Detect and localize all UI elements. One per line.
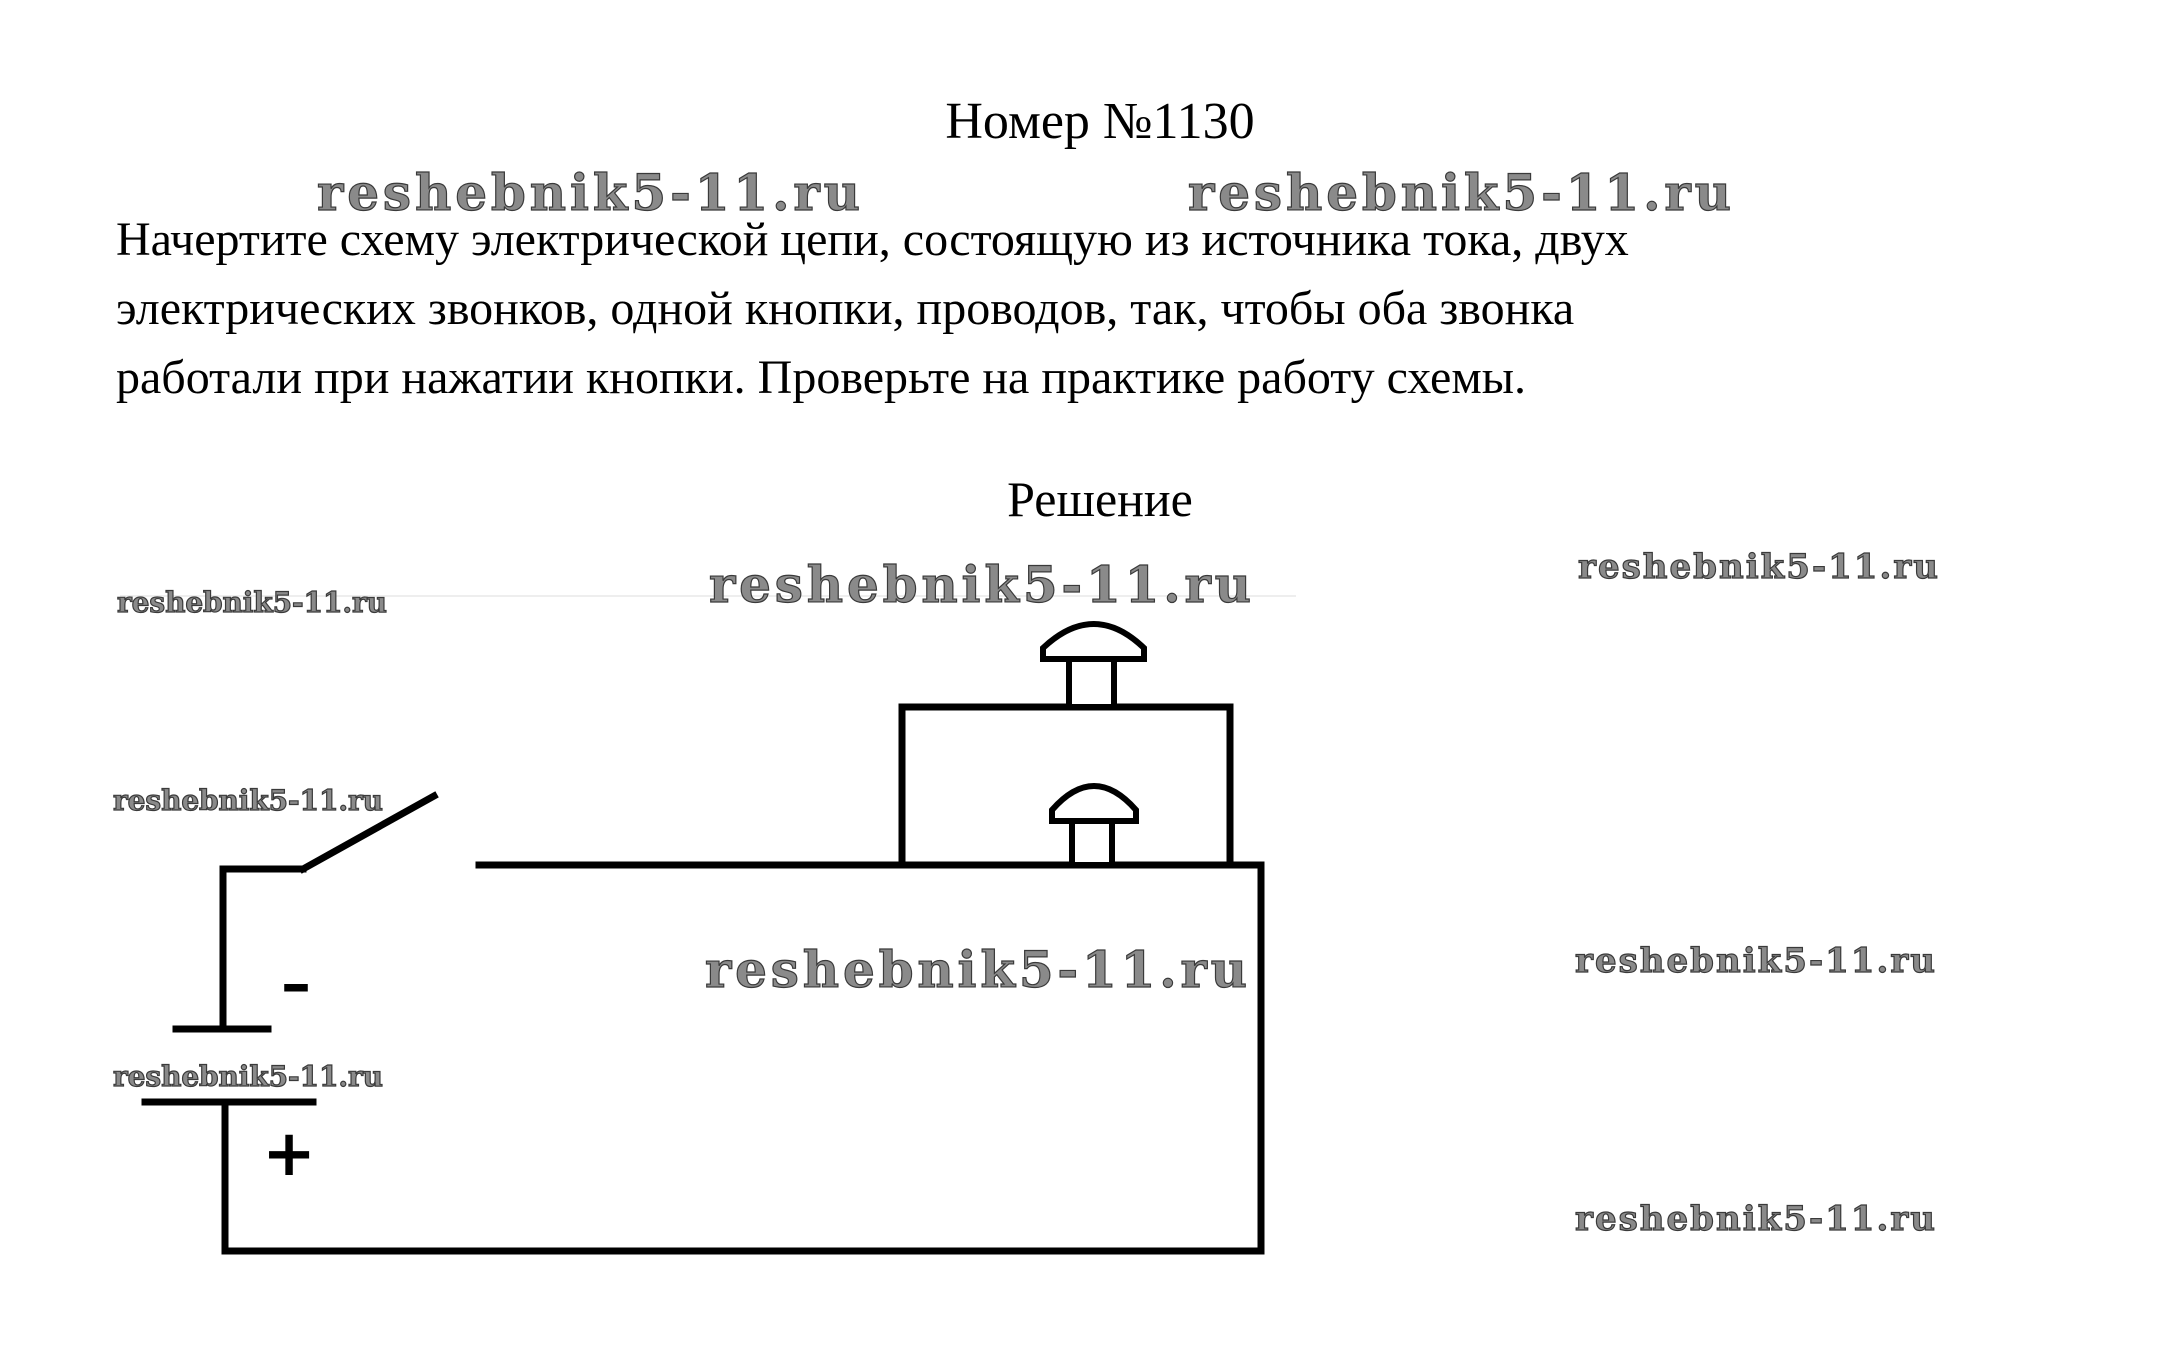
watermark: reshebnik5-11.ru [1188, 163, 1731, 222]
watermark: reshebnik5-11.ru [117, 586, 387, 619]
watermark: reshebnik5-11.ru [705, 940, 1247, 999]
switch-blade [298, 791, 439, 874]
wire-parallel-branch [898, 703, 1234, 869]
task-line: работали при нажатии кнопки. Проверьте н… [116, 351, 1526, 404]
minus-sign: – [281, 949, 311, 1019]
wire-switch [219, 865, 307, 1033]
watermark: reshebnik5-11.ru [1578, 547, 1938, 587]
problem-title: Номер №1130 [945, 93, 1255, 150]
watermark: reshebnik5-11.ru [1575, 941, 1935, 981]
plus-sign: + [262, 1117, 316, 1191]
wire-main [221, 861, 1265, 1255]
bell-icon [1040, 621, 1147, 710]
task-line: электрических звонков, одной кнопки, про… [116, 282, 1575, 335]
solution-heading: Решение [1007, 471, 1193, 527]
task-line: Начертите схему электрической цепи, сост… [116, 213, 1629, 266]
watermark: reshebnik5-11.ru [317, 163, 860, 222]
watermark: reshebnik5-11.ru [1575, 1199, 1935, 1239]
watermark: reshebnik5-11.ru [113, 784, 383, 817]
task-text: Начертите схему электрической цепи, сост… [116, 205, 2116, 412]
watermark: reshebnik5-11.ru [709, 555, 1251, 614]
bell-icon [1049, 783, 1139, 868]
watermark: reshebnik5-11.ru [113, 1060, 383, 1093]
